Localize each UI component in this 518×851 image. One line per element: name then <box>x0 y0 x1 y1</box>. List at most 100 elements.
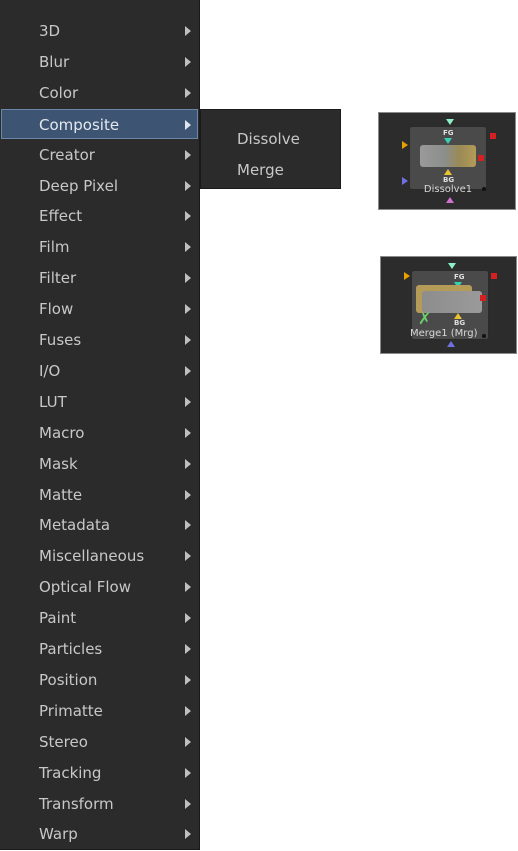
menu-item-effect[interactable]: Effect <box>1 201 198 231</box>
submenu-item-merge[interactable]: Merge <box>201 157 340 187</box>
submenu-arrow-icon <box>185 242 191 252</box>
merge-output-pin[interactable] <box>480 295 486 301</box>
foreground-pin-label: FG <box>443 129 454 137</box>
menu-item-miscellaneous[interactable]: Miscellaneous <box>1 541 198 571</box>
menu-item-label: Blur <box>39 53 70 71</box>
background-input-pin[interactable] <box>404 272 410 280</box>
dissolve-node[interactable]: FG BG Dissolve1 <box>409 126 487 195</box>
menu-item-mask[interactable]: Mask <box>1 449 198 479</box>
menu-item-label: Particles <box>39 640 103 658</box>
menu-item-label: Deep Pixel <box>39 177 118 195</box>
menu-item-position[interactable]: Position <box>1 665 198 695</box>
submenu-arrow-icon <box>185 829 191 839</box>
submenu-arrow-icon <box>185 304 191 314</box>
menu-item-label: Paint <box>39 609 77 627</box>
merge-node-preview: FG BG ✗ Merge1 (Mrg) <box>380 256 517 354</box>
menu-item-i-o[interactable]: I/O <box>1 356 198 386</box>
menu-item-fuses[interactable]: Fuses <box>1 325 198 355</box>
submenu-arrow-icon <box>185 768 191 778</box>
menu-item-warp[interactable]: Warp <box>1 819 198 849</box>
mask-input-pin[interactable] <box>402 177 408 185</box>
submenu-arrow-icon <box>185 459 191 469</box>
menu-item-primatte[interactable]: Primatte <box>1 696 198 726</box>
menu-item-label: Stereo <box>39 733 88 751</box>
foreground-input-pin[interactable] <box>448 263 456 269</box>
menu-item-creator[interactable]: Creator <box>1 140 198 170</box>
menu-item-label: Mask <box>39 455 78 473</box>
menu-item-label: Metadata <box>39 516 111 534</box>
submenu-arrow-icon <box>185 120 191 130</box>
menu-item-blur[interactable]: Blur <box>1 47 198 77</box>
background-input-pin[interactable] <box>402 141 408 149</box>
submenu-item-label: Dissolve <box>237 130 300 148</box>
dissolve-node-name: Dissolve1 <box>423 184 473 195</box>
menu-item-label: Effect <box>39 207 83 225</box>
submenu-arrow-icon <box>185 57 191 67</box>
submenu-arrow-icon <box>185 150 191 160</box>
submenu-item-label: Merge <box>237 161 284 179</box>
menu-item-particles[interactable]: Particles <box>1 634 198 664</box>
menu-item-label: Matte <box>39 486 83 504</box>
menu-item-deep-pixel[interactable]: Deep Pixel <box>1 171 198 201</box>
menu-item-label: Warp <box>39 825 78 843</box>
menu-item-paint[interactable]: Paint <box>1 603 198 633</box>
submenu-arrow-icon <box>185 613 191 623</box>
menu-item-color[interactable]: Color <box>1 78 198 108</box>
disabled-x-icon: ✗ <box>418 309 432 328</box>
foreground-input-pin[interactable] <box>446 119 454 125</box>
menu-item-label: Creator <box>39 146 95 164</box>
effect-mask-input-pin[interactable] <box>446 197 454 203</box>
foreground-pin-label: FG <box>454 273 465 281</box>
menu-item-label: Film <box>39 238 70 256</box>
menu-item-3d[interactable]: 3D <box>1 16 198 46</box>
menu-item-label: Macro <box>39 424 85 442</box>
submenu-arrow-icon <box>185 582 191 592</box>
menu-item-label: Fuses <box>39 331 82 349</box>
output-pin[interactable] <box>490 133 496 139</box>
output-pin[interactable] <box>491 273 497 279</box>
submenu-arrow-icon <box>185 520 191 530</box>
menu-item-label: Transform <box>39 795 114 813</box>
menu-item-film[interactable]: Film <box>1 232 198 262</box>
menu-item-composite[interactable]: Composite <box>1 109 198 139</box>
submenu-arrow-icon <box>185 551 191 561</box>
submenu-arrow-icon <box>185 26 191 36</box>
submenu-arrow-icon <box>185 273 191 283</box>
submenu-arrow-icon <box>185 335 191 345</box>
menu-item-label: Miscellaneous <box>39 547 145 565</box>
menu-item-transform[interactable]: Transform <box>1 789 198 819</box>
menu-item-label: I/O <box>39 362 61 380</box>
merge-node[interactable]: FG BG ✗ Merge1 (Mrg) <box>410 270 489 340</box>
submenu-arrow-icon <box>185 737 191 747</box>
menu-item-label: Tracking <box>39 764 102 782</box>
submenu-arrow-icon <box>185 88 191 98</box>
output-pin-secondary[interactable] <box>478 155 484 161</box>
node-status-dot <box>482 187 486 191</box>
menu-item-tracking[interactable]: Tracking <box>1 758 198 788</box>
submenu-arrow-icon <box>185 181 191 191</box>
menu-item-matte[interactable]: Matte <box>1 480 198 510</box>
menu-item-label: Color <box>39 84 79 102</box>
effect-mask-input-pin[interactable] <box>447 341 455 347</box>
menu-item-metadata[interactable]: Metadata <box>1 510 198 540</box>
background-pin-icon <box>444 169 452 175</box>
submenu-arrow-icon <box>185 490 191 500</box>
menu-item-optical-flow[interactable]: Optical Flow <box>1 572 198 602</box>
submenu-item-dissolve[interactable]: Dissolve <box>201 126 340 156</box>
dissolve-thumbnail <box>420 145 476 167</box>
menu-item-label: Position <box>39 671 98 689</box>
menu-item-flow[interactable]: Flow <box>1 294 198 324</box>
merge-node-name: Merge1 (Mrg) <box>410 328 478 339</box>
submenu-arrow-icon <box>185 366 191 376</box>
submenu-arrow-icon <box>185 675 191 685</box>
menu-item-stereo[interactable]: Stereo <box>1 727 198 757</box>
submenu-arrow-icon <box>185 706 191 716</box>
submenu-arrow-icon <box>185 397 191 407</box>
menu-item-lut[interactable]: LUT <box>1 387 198 417</box>
background-pin-label: BG <box>443 176 455 184</box>
menu-item-filter[interactable]: Filter <box>1 263 198 293</box>
submenu-arrow-icon <box>185 644 191 654</box>
menu-item-macro[interactable]: Macro <box>1 418 198 448</box>
